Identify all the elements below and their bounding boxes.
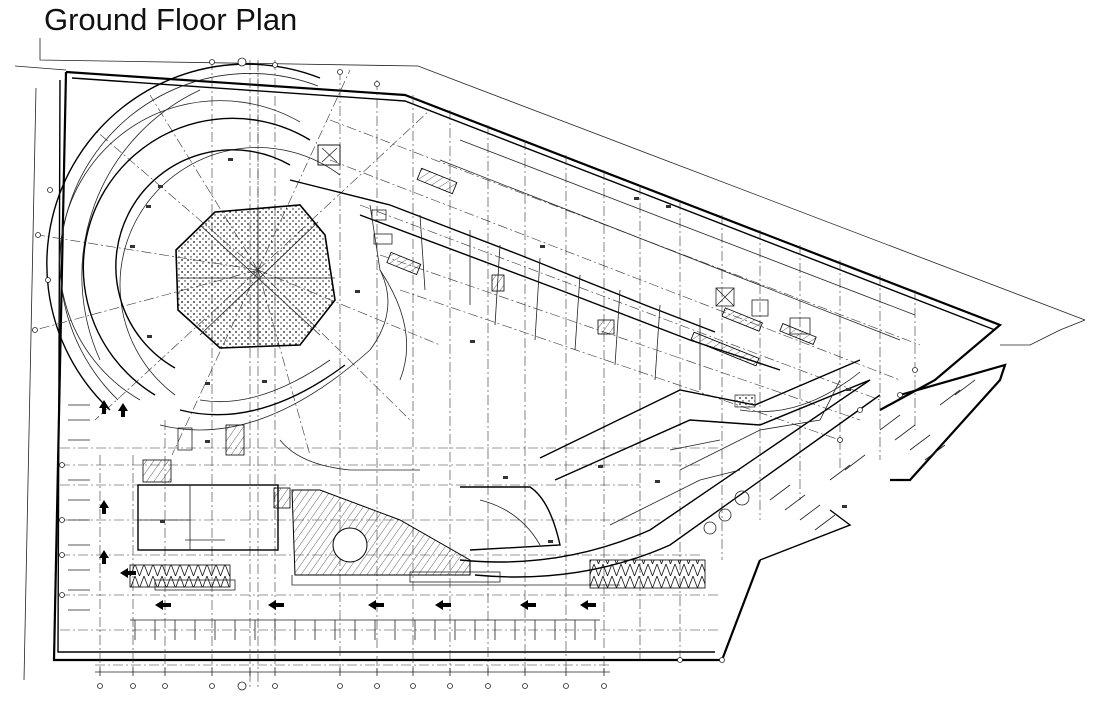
lower-left-block [129, 424, 291, 591]
parking-stalls [68, 379, 976, 640]
drawing-title: Ground Floor Plan [44, 2, 298, 37]
grid-bubbles [32, 57, 918, 691]
dimension-line [95, 668, 610, 676]
building-outline [52, 70, 1007, 662]
room-tags [130, 158, 851, 543]
central-dome [175, 204, 336, 349]
structural-grid-vertical [99, 60, 916, 690]
traffic-arrows [99, 400, 596, 610]
central-atrium [291, 486, 706, 589]
site-boundary [14, 38, 1086, 681]
ramp-corridor [459, 359, 881, 578]
retail-units [289, 139, 916, 390]
rotunda-rings [46, 63, 420, 471]
